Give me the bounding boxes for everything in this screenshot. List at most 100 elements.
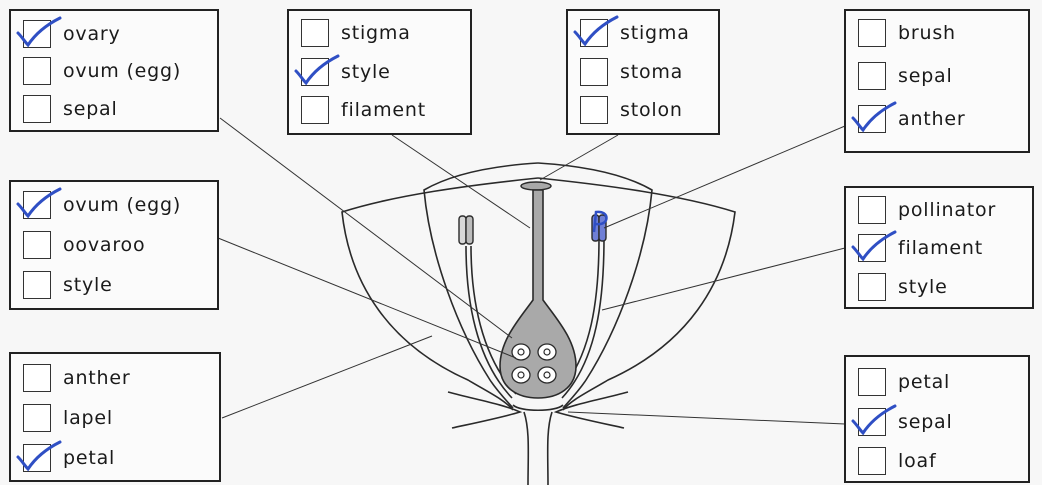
option-ovary[interactable]: ovary xyxy=(23,20,121,48)
answer-box-petal: anther lapel petal xyxy=(9,352,221,482)
tick-icon xyxy=(849,102,897,132)
sepal-right xyxy=(556,392,628,428)
ovule xyxy=(538,367,556,383)
option-sepal[interactable]: sepal xyxy=(858,408,953,436)
checkbox-pollinator[interactable] xyxy=(858,196,886,224)
option-label: style xyxy=(63,274,113,296)
tick-icon xyxy=(571,16,619,46)
style-and-ovary xyxy=(500,190,576,398)
option-anther[interactable]: anther xyxy=(23,364,130,392)
checkbox-oovaroo[interactable] xyxy=(23,231,51,259)
option-label: stigma xyxy=(341,22,411,44)
tick-icon xyxy=(14,188,62,218)
checkbox-stoma[interactable] xyxy=(580,58,608,86)
checkbox-loaf[interactable] xyxy=(858,447,886,475)
option-style[interactable]: style xyxy=(858,273,948,301)
checkbox-anther[interactable] xyxy=(23,364,51,392)
checkbox-sepal[interactable] xyxy=(858,62,886,90)
leader-filament xyxy=(602,248,845,310)
tick-icon xyxy=(14,17,62,47)
option-pollinator[interactable]: pollinator xyxy=(858,196,996,224)
ovule xyxy=(512,367,530,383)
answer-box-anther: brush sepal anther xyxy=(844,9,1030,153)
checkbox-stigma[interactable] xyxy=(301,19,329,47)
option-label: style xyxy=(341,61,391,83)
option-label: petal xyxy=(898,371,950,393)
option-petal[interactable]: petal xyxy=(23,444,115,472)
option-label: filament xyxy=(341,99,426,121)
option-label: stoma xyxy=(620,61,683,83)
option-label: petal xyxy=(63,447,115,469)
option-lapel[interactable]: lapel xyxy=(23,404,113,432)
stem xyxy=(524,412,552,485)
option-label: stigma xyxy=(620,22,690,44)
answer-box-ovum: ovum (egg) oovaroo style xyxy=(9,180,219,310)
sepal-left xyxy=(448,392,520,428)
option-stoma[interactable]: stoma xyxy=(580,58,683,86)
option-label: stolon xyxy=(620,99,683,121)
option-sepal[interactable]: sepal xyxy=(23,95,118,123)
answer-box-style: stigma style filament xyxy=(287,9,472,135)
option-stigma[interactable]: stigma xyxy=(580,19,690,47)
checkbox-brush[interactable] xyxy=(858,19,886,47)
anther-left-2 xyxy=(466,216,473,244)
option-brush[interactable]: brush xyxy=(858,19,956,47)
option-label: sepal xyxy=(898,65,953,87)
option-oovaroo[interactable]: oovaroo xyxy=(23,231,145,259)
checkbox-petal[interactable] xyxy=(23,444,51,472)
checkbox-ovum[interactable] xyxy=(23,57,51,85)
leader-anther xyxy=(604,126,845,228)
option-anther[interactable]: anther xyxy=(858,105,965,133)
option-label: oovaroo xyxy=(63,234,145,256)
checkbox-petal[interactable] xyxy=(858,368,886,396)
option-label: sepal xyxy=(898,411,953,433)
tick-icon xyxy=(849,405,897,435)
option-petal[interactable]: petal xyxy=(858,368,950,396)
tick-icon xyxy=(292,55,340,85)
checkbox-ovary[interactable] xyxy=(23,20,51,48)
checkbox-style[interactable] xyxy=(858,273,886,301)
option-label: anther xyxy=(63,367,130,389)
option-label: loaf xyxy=(898,450,936,472)
option-style[interactable]: style xyxy=(23,271,113,299)
option-label: filament xyxy=(898,237,983,259)
option-loaf[interactable]: loaf xyxy=(858,447,936,475)
option-label: pollinator xyxy=(898,199,996,221)
checkbox-lapel[interactable] xyxy=(23,404,51,432)
tick-icon xyxy=(849,231,897,261)
checkbox-stigma[interactable] xyxy=(580,19,608,47)
checkbox-style[interactable] xyxy=(301,58,329,86)
checkbox-style[interactable] xyxy=(23,271,51,299)
tick-icon xyxy=(14,441,62,471)
option-label: anther xyxy=(898,108,965,130)
answer-box-filament: pollinator filament style xyxy=(844,186,1034,309)
checkbox-sepal[interactable] xyxy=(23,95,51,123)
anther-left xyxy=(459,216,466,244)
option-label: ovary xyxy=(63,23,121,45)
checkbox-anther[interactable] xyxy=(858,105,886,133)
option-ovum[interactable]: ovum (egg) xyxy=(23,57,181,85)
checkbox-filament[interactable] xyxy=(301,96,329,124)
option-stolon[interactable]: stolon xyxy=(580,96,683,124)
option-style[interactable]: style xyxy=(301,58,391,86)
receptacle xyxy=(513,405,563,410)
option-sepal[interactable]: sepal xyxy=(858,62,953,90)
checkbox-sepal[interactable] xyxy=(858,408,886,436)
leader-sepal xyxy=(568,412,845,424)
checkbox-ovum[interactable] xyxy=(23,191,51,219)
answer-box-ovary: ovary ovum (egg) sepal xyxy=(9,9,219,132)
option-filament[interactable]: filament xyxy=(301,96,426,124)
option-label: ovum (egg) xyxy=(63,60,181,82)
option-filament[interactable]: filament xyxy=(858,234,983,262)
answer-box-stigma: stigma stoma stolon xyxy=(566,9,720,135)
option-label: lapel xyxy=(63,407,113,429)
checkbox-stolon[interactable] xyxy=(580,96,608,124)
option-ovum[interactable]: ovum (egg) xyxy=(23,191,181,219)
option-label: brush xyxy=(898,22,956,44)
option-stigma[interactable]: stigma xyxy=(301,19,411,47)
checkbox-filament[interactable] xyxy=(858,234,886,262)
leader-petal xyxy=(222,336,432,418)
answer-box-sepal: petal sepal loaf xyxy=(844,355,1030,483)
stigma xyxy=(521,182,551,190)
option-label: style xyxy=(898,276,948,298)
